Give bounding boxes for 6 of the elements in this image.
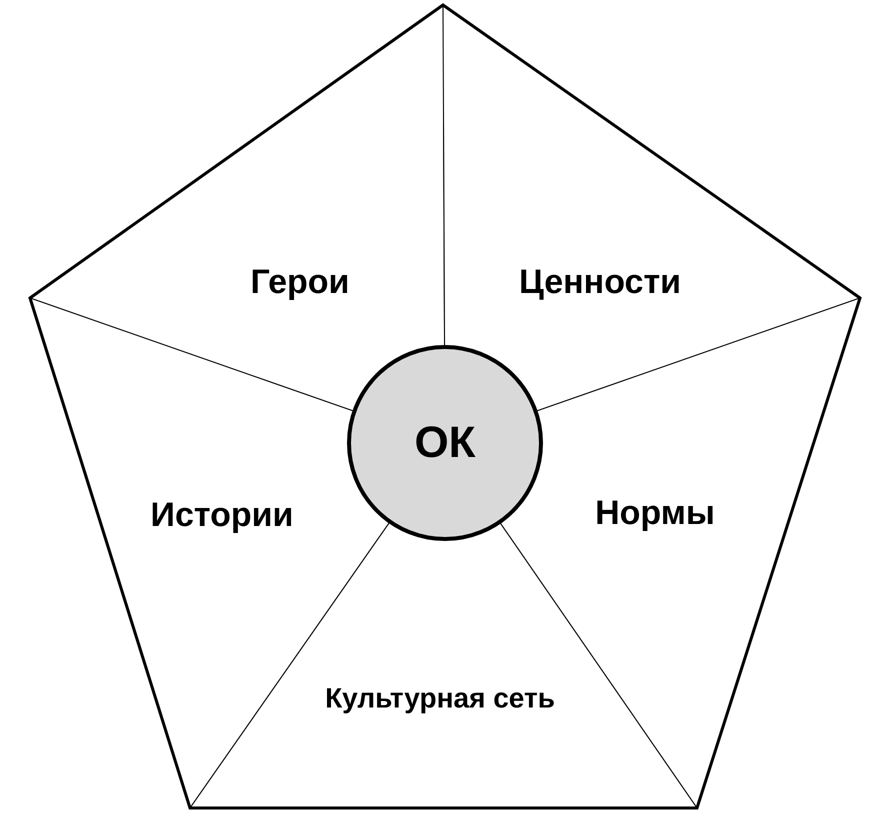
center-label: ОК xyxy=(414,417,476,469)
segment-label: Истории xyxy=(150,494,294,536)
segment-label: Герои xyxy=(250,262,350,303)
segment-label: Ценности xyxy=(518,262,682,303)
segment-label: Культурная сеть xyxy=(324,682,556,716)
segment-label: Нормы xyxy=(594,492,716,534)
